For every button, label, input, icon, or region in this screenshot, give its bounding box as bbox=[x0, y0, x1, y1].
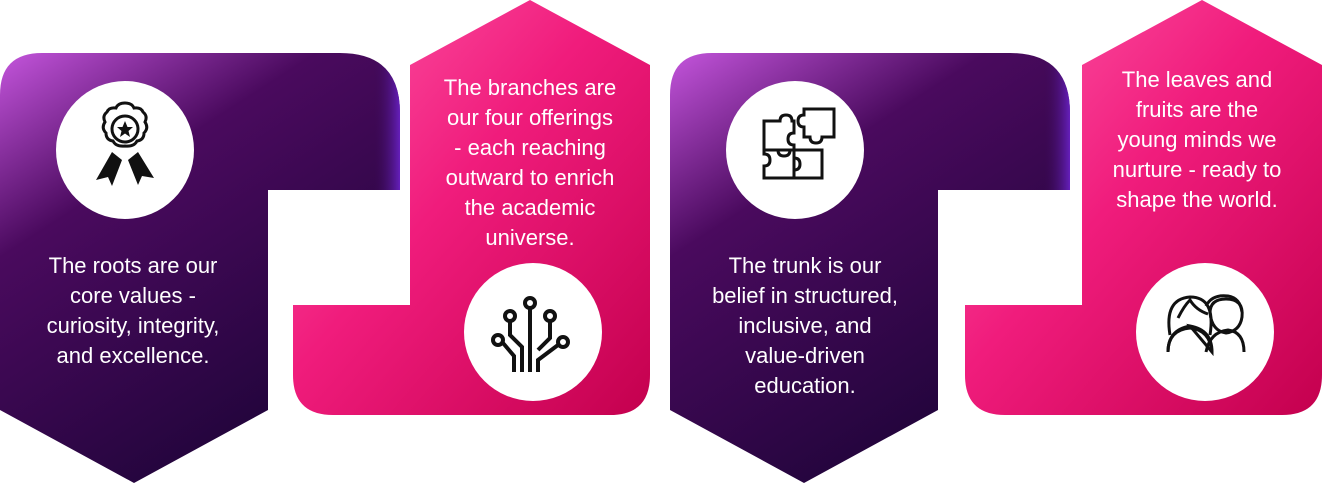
circuit-tree-icon bbox=[491, 296, 570, 372]
trunk-text: The trunk is our belief in structured, i… bbox=[685, 251, 925, 401]
text-line: our four offerings bbox=[447, 105, 613, 130]
text-line: outward to enrich bbox=[445, 165, 615, 190]
text-line: The trunk is our bbox=[728, 253, 882, 278]
text-line: The branches are bbox=[443, 75, 617, 100]
text-line: The roots are our bbox=[48, 253, 218, 278]
leaves-text: The leaves and fruits are the young mind… bbox=[1077, 65, 1317, 215]
text-line: and excellence. bbox=[56, 343, 210, 368]
text-line: curiosity, integrity, bbox=[46, 313, 220, 338]
text-line: belief in structured, bbox=[712, 283, 898, 308]
young-people-icon bbox=[1166, 294, 1246, 357]
text-line: - each reaching bbox=[454, 135, 606, 160]
roots-shape bbox=[0, 53, 400, 483]
text-line: young minds we bbox=[1117, 127, 1277, 152]
text-line: fruits are the bbox=[1135, 97, 1259, 122]
text-line: the academic bbox=[464, 195, 596, 220]
text-line: core values - bbox=[70, 283, 196, 308]
puzzle-pieces-icon bbox=[762, 107, 836, 180]
text-line: value-driven bbox=[745, 343, 865, 368]
text-line: shape the world. bbox=[1116, 187, 1278, 212]
text-line: education. bbox=[754, 373, 856, 398]
text-line: The leaves and bbox=[1121, 67, 1273, 92]
roots-text: The roots are our core values - curiosit… bbox=[13, 251, 253, 371]
text-line: nurture - ready to bbox=[1112, 157, 1282, 182]
branches-text: The branches are our four offerings - ea… bbox=[410, 73, 650, 253]
award-ribbon-icon bbox=[96, 101, 154, 186]
text-line: inclusive, and bbox=[738, 313, 872, 338]
text-line: universe. bbox=[485, 225, 575, 250]
branches-shape bbox=[293, 0, 650, 415]
